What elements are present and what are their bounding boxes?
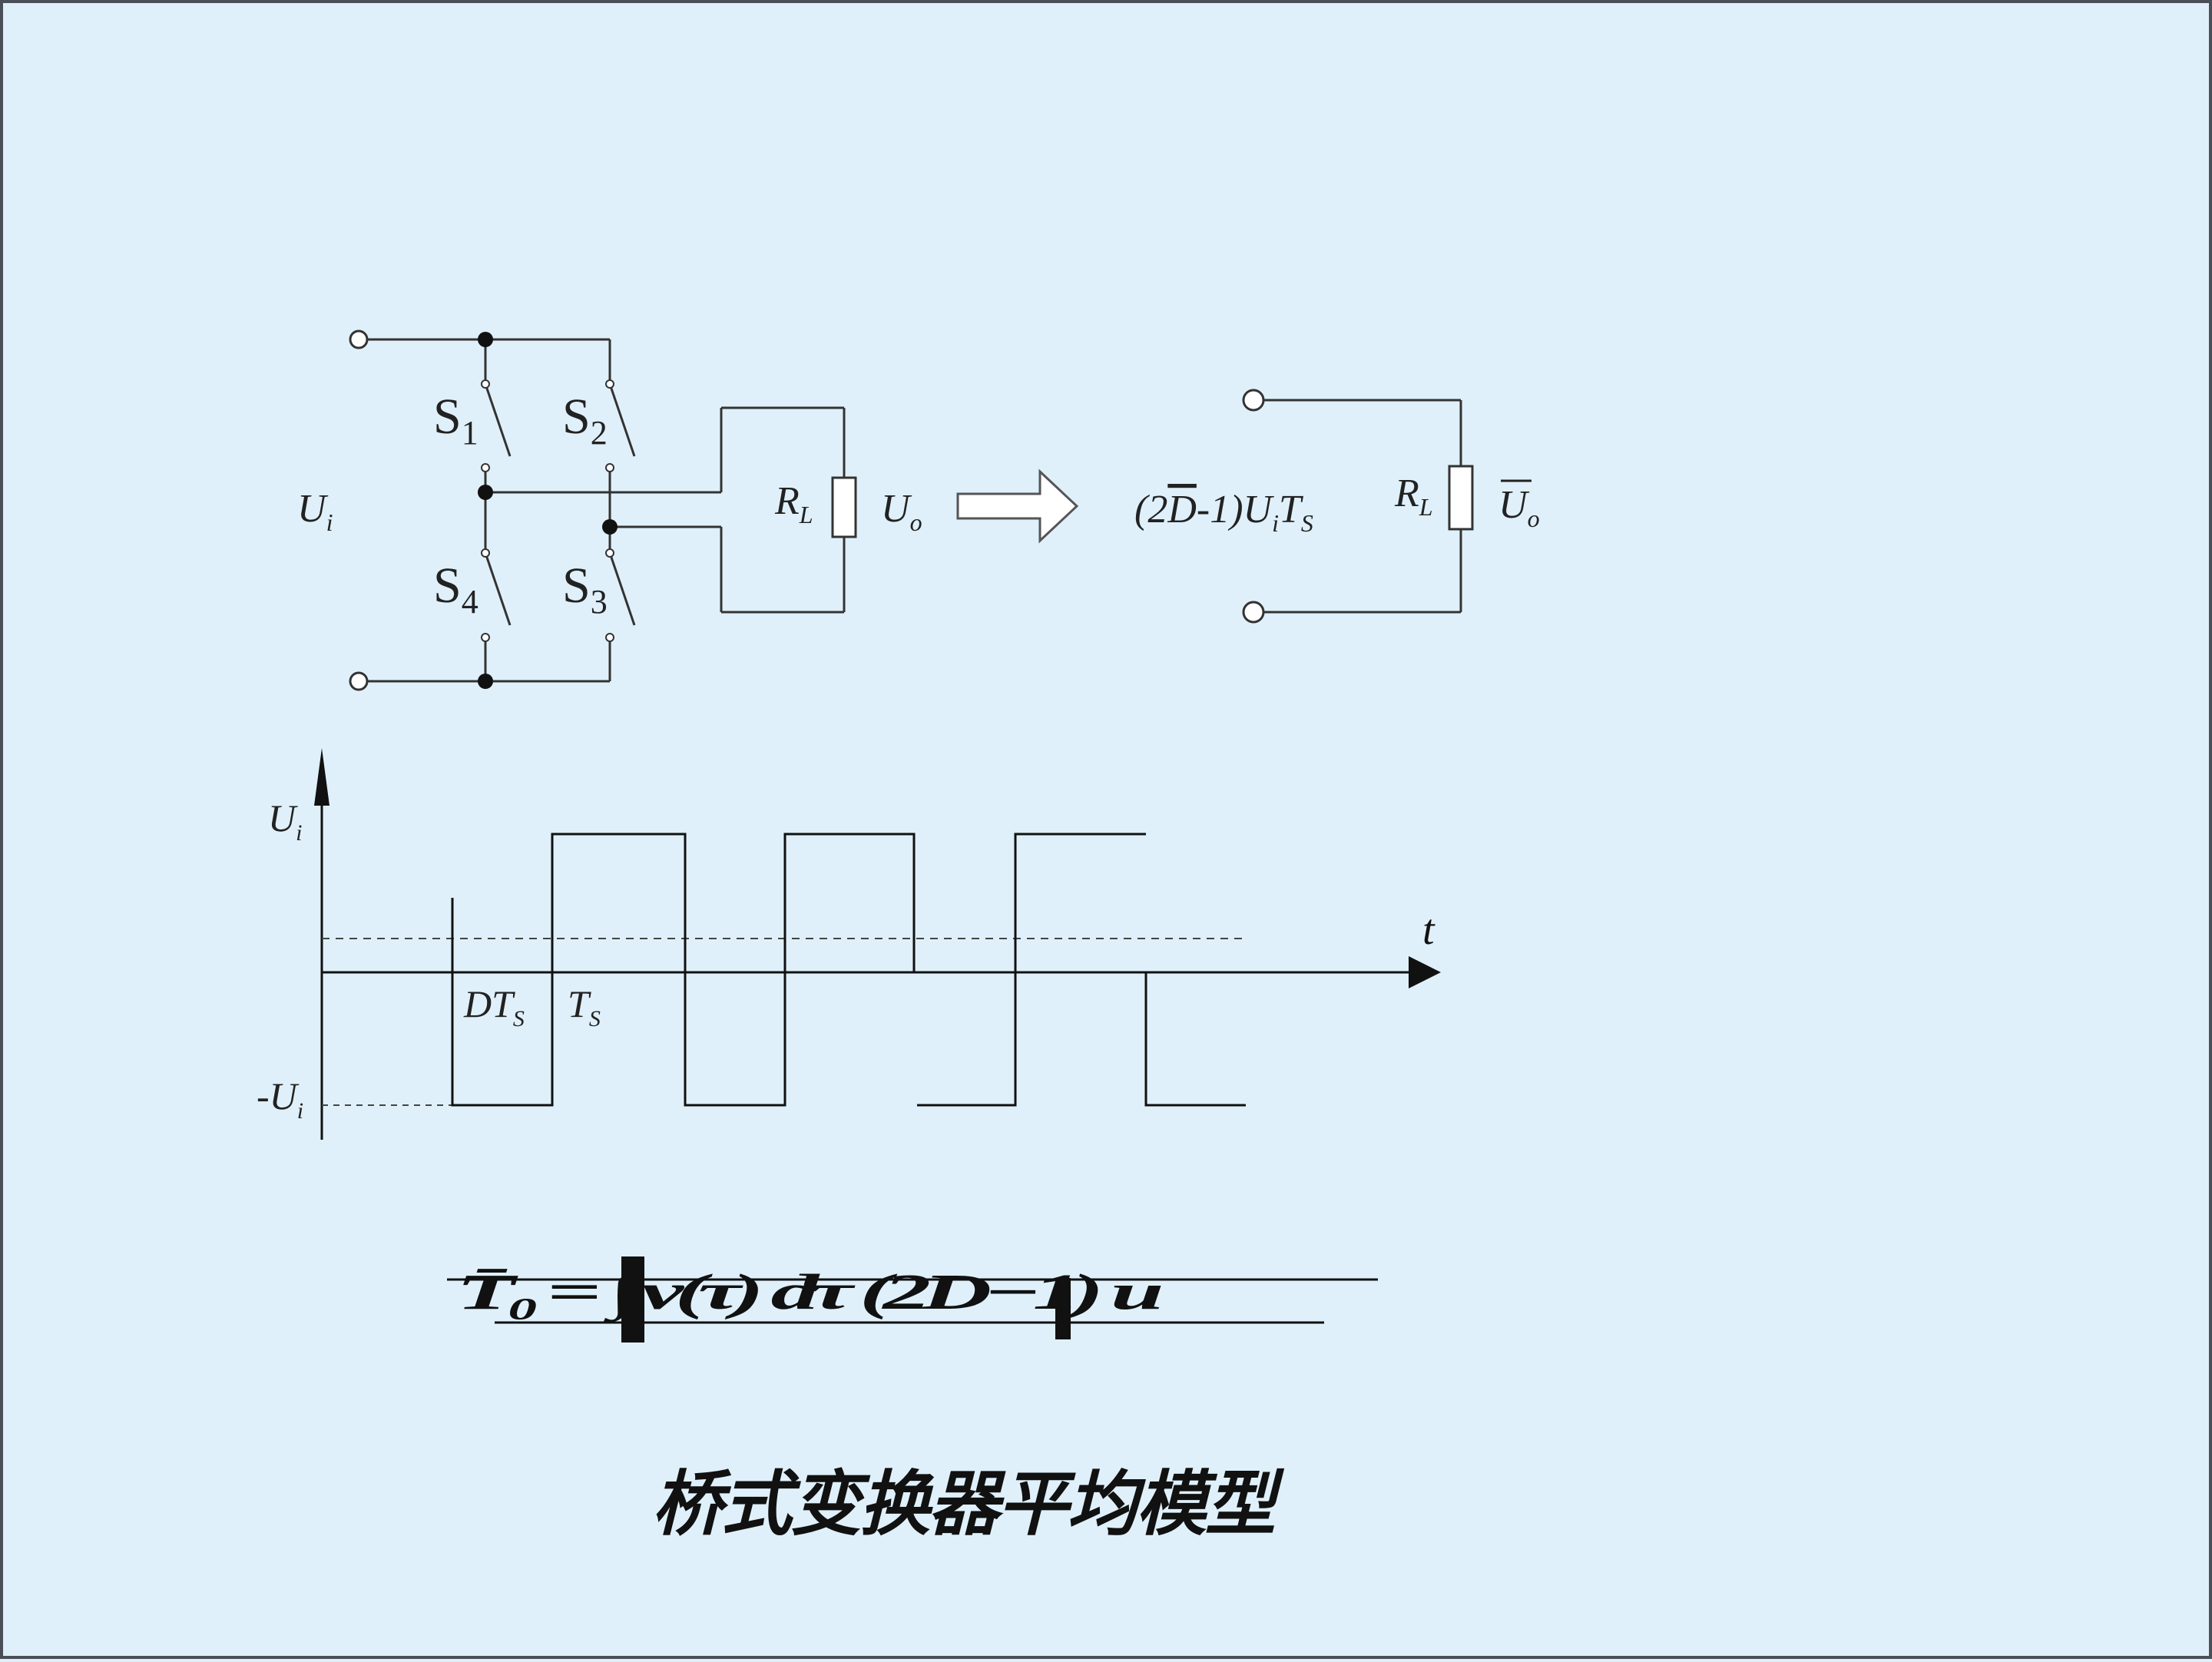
model-source-label: (2D-1)UiTS: [1134, 488, 1313, 537]
average-formula-garbled: T̄₀ = ∫ v(τ) dτ (2D−1) u: [447, 1256, 1378, 1343]
y-top-label: Ui: [268, 796, 302, 846]
ts-label: TS: [568, 982, 601, 1031]
bridge-nodes: [349, 329, 618, 691]
input-voltage-label: Ui: [297, 487, 333, 536]
model-load-label: RL: [1394, 472, 1433, 521]
dts-label: DTS: [463, 982, 525, 1031]
transform-arrow: [956, 468, 1079, 544]
bridge-circuit: [368, 338, 857, 683]
bridge-load-resistor: [831, 476, 857, 538]
switch-s3-label: S3: [562, 558, 608, 621]
slide-caption: 桥式变换器平均模型: [651, 1463, 1276, 1545]
t-axis-label: t: [1422, 906, 1435, 954]
switch-s4-label: S4: [433, 558, 478, 621]
svg-text:T̄₀ = ∫ v(τ) dτ (2D−1) u: T̄₀ = ∫ v(τ) dτ (2D−1) u: [456, 1263, 1161, 1322]
waveform-axes: [314, 748, 1441, 1140]
diagram-canvas: Ui S1 S2 S3 S4 RL Uo (2D-1)UiTS RL Uo Ui…: [257, 329, 1540, 1343]
switch-s1-label: S1: [433, 389, 478, 452]
bridge-output-label: Uo: [881, 487, 922, 536]
y-bottom-label: -Ui: [257, 1074, 303, 1124]
average-model-circuit: [1242, 389, 1474, 624]
bridge-load-label: RL: [774, 479, 813, 528]
bridge-output-waveform-segments: [451, 833, 1246, 1107]
switch-s2-label: S2: [562, 389, 608, 452]
model-load-resistor: [1448, 465, 1474, 531]
model-output-label: Uo: [1498, 483, 1540, 532]
